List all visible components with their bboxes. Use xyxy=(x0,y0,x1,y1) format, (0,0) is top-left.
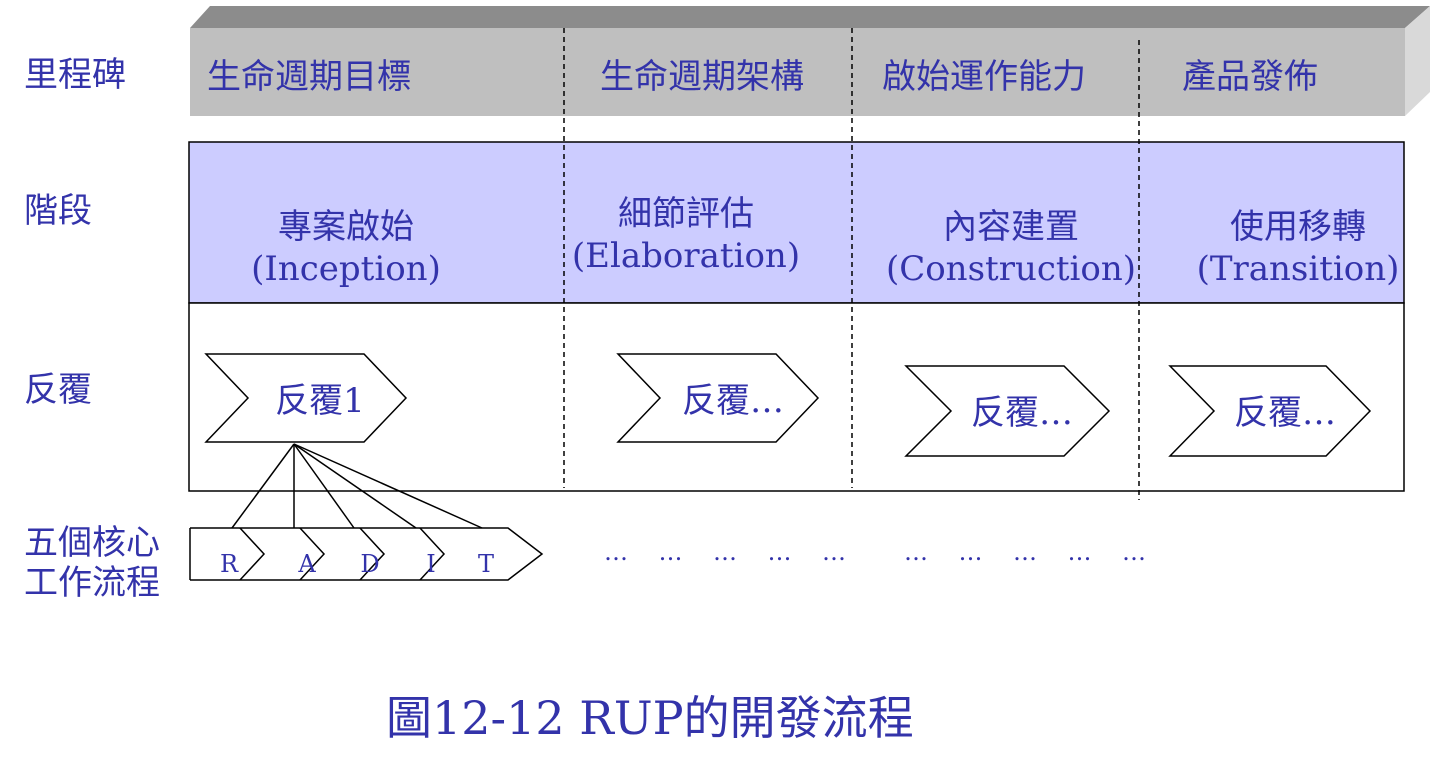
connector-r xyxy=(231,443,295,529)
phase-row xyxy=(188,141,1405,304)
workflow-a: A xyxy=(297,550,316,578)
milestone-bar xyxy=(190,6,1430,116)
phase-name-2: 細節評估 xyxy=(618,194,754,234)
row-label-workflows-1: 五個核心 xyxy=(24,523,160,563)
connector-d xyxy=(293,443,355,529)
milestone-label-4: 產品發佈 xyxy=(1182,57,1318,97)
iteration-label-3: 反覆… xyxy=(971,393,1073,433)
row-label-iteration: 反覆 xyxy=(24,370,92,410)
workflow-divider-1 xyxy=(239,527,266,581)
workflow-divider-2 xyxy=(299,527,326,581)
ellipsis-2: …………… xyxy=(904,538,1146,566)
milestone-label-2: 生命週期架構 xyxy=(600,57,804,97)
iteration-chevron-1 xyxy=(204,353,408,443)
iteration-chevron-2 xyxy=(616,353,820,443)
milestone-bar-front xyxy=(190,28,1405,116)
workflow-divider-4 xyxy=(419,527,446,581)
workflow-r: R xyxy=(220,550,239,578)
row-label-workflows-2: 工作流程 xyxy=(24,563,160,603)
figure-caption: 圖12-12 RUP的開發流程 xyxy=(386,691,914,745)
milestone-label-3: 啟始運作能力 xyxy=(882,57,1086,97)
workflow-divider-3 xyxy=(359,527,386,581)
milestone-label-1: 生命週期目標 xyxy=(207,57,411,97)
row-label-milestone: 里程碑 xyxy=(24,55,126,95)
workflow-connectors xyxy=(231,443,483,529)
row-label-phase: 階段 xyxy=(24,191,92,231)
connector-t xyxy=(293,443,483,529)
phase-english-4: (Transition) xyxy=(1197,249,1400,289)
iteration-label-4: 反覆… xyxy=(1234,393,1336,433)
iteration-label-2: 反覆… xyxy=(682,381,784,421)
connector-i xyxy=(293,443,417,529)
phase-english-1: (Inception) xyxy=(251,249,441,289)
ellipsis-1: …………… xyxy=(604,538,846,566)
workflow-t: T xyxy=(478,550,494,578)
workflow-chain xyxy=(189,527,544,581)
iteration-chevron-4 xyxy=(1168,365,1372,457)
phase-separators xyxy=(563,28,1140,500)
workflow-chain-outline xyxy=(190,527,544,581)
phase-name-1: 專案啟始 xyxy=(278,207,414,247)
phase-name-4: 使用移轉 xyxy=(1230,207,1366,247)
phase-english-2: (Elaboration) xyxy=(572,236,800,276)
iteration-chevrons xyxy=(204,353,1372,457)
milestone-bar-side xyxy=(1405,6,1430,116)
workflow-i: I xyxy=(426,550,435,578)
phase-english-3: (Construction) xyxy=(886,249,1136,289)
iteration-label-1: 反覆1 xyxy=(275,381,365,421)
milestone-bar-top xyxy=(190,6,1430,28)
phase-name-3: 內容建置 xyxy=(943,207,1079,247)
iteration-chevron-3 xyxy=(904,365,1111,457)
workflow-d: D xyxy=(360,550,379,578)
